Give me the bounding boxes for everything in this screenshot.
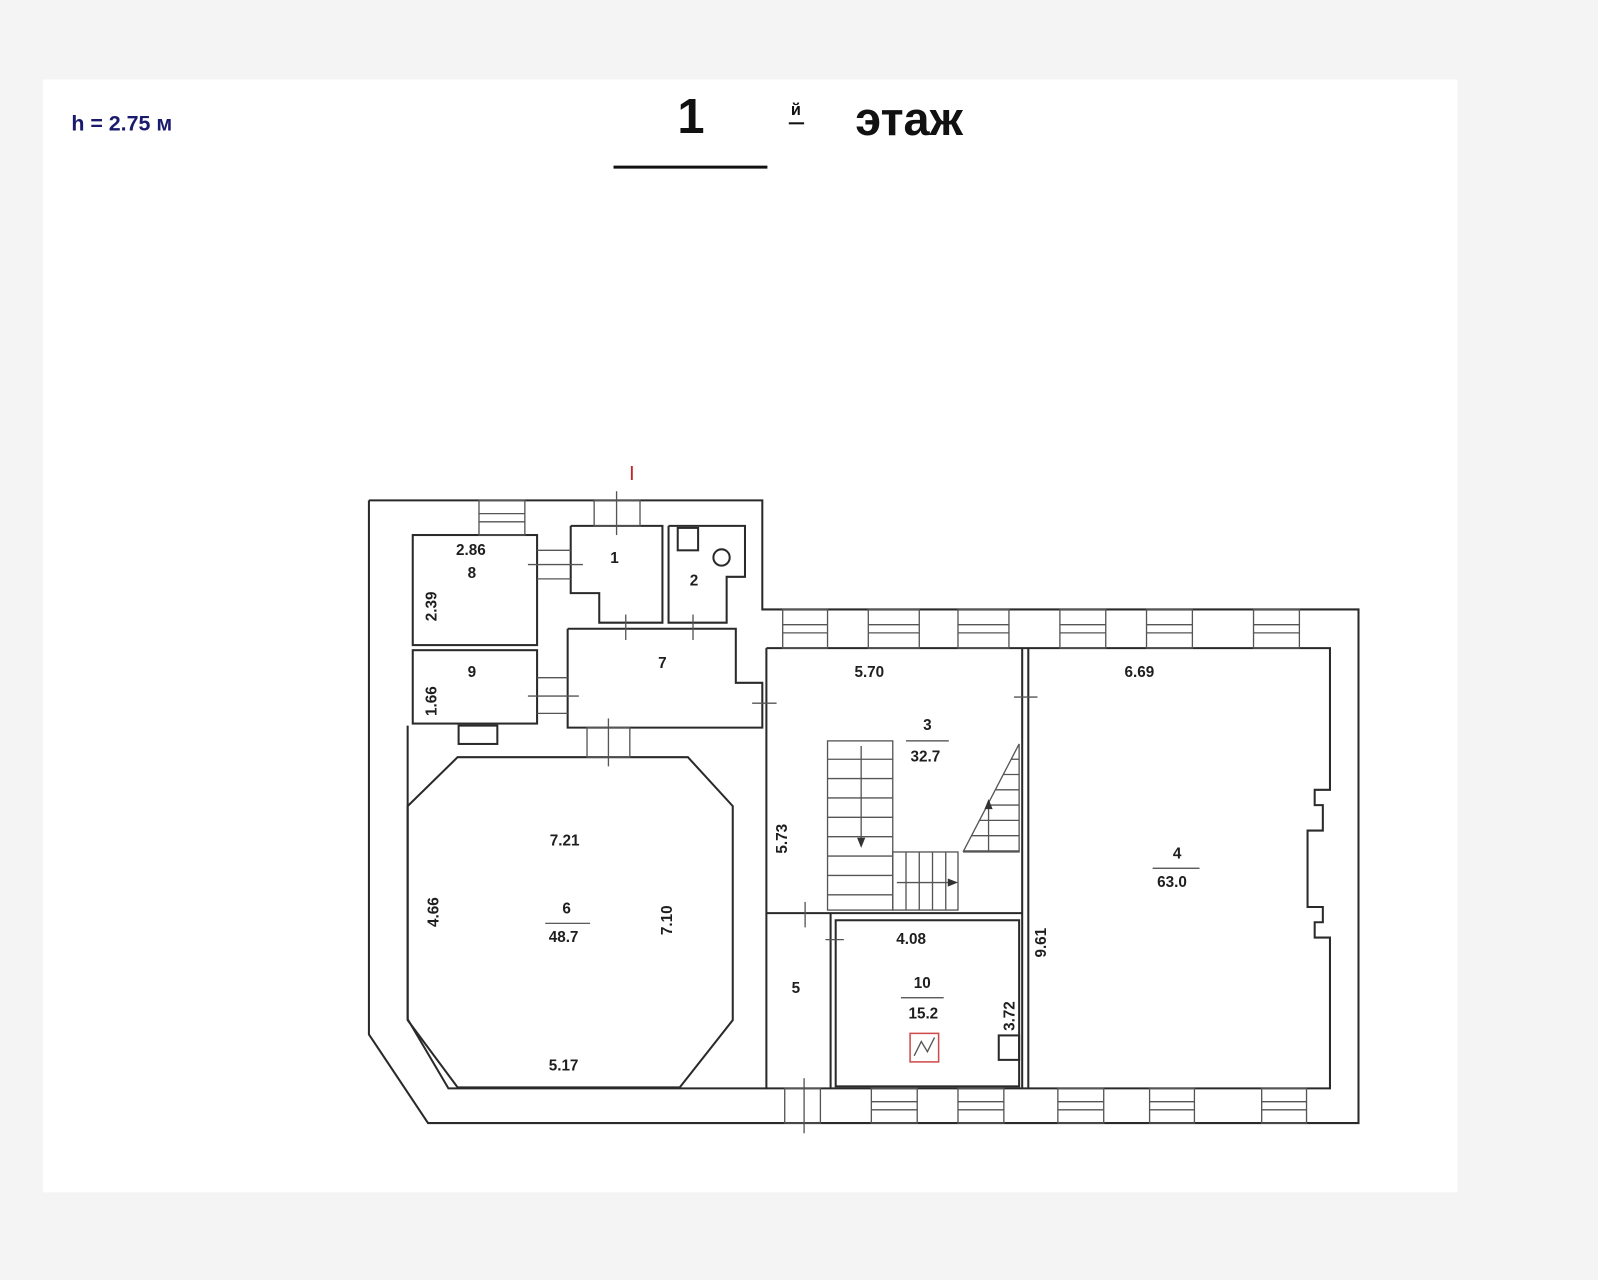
door-marks — [527, 491, 1038, 1134]
window — [478, 499, 526, 536]
section-mark: I — [629, 463, 635, 485]
windows — [478, 499, 1308, 1124]
room-8-dim-length: 2.39 — [424, 592, 441, 622]
window — [1059, 608, 1107, 649]
room-walls — [406, 524, 1030, 1089]
window — [1057, 1087, 1105, 1124]
floor-number: 1 — [677, 90, 704, 144]
room-5-number: 5 — [792, 980, 801, 997]
staircase — [826, 740, 1020, 911]
window — [957, 608, 1010, 649]
room-1-number: 1 — [610, 550, 619, 567]
room-labels: 1 2 3 32.7 5.70 5.73 4 63.0 6.69 9.61 5 … — [424, 542, 1200, 1074]
room-3-number: 3 — [923, 717, 932, 734]
room-4-dim-length: 9.61 — [1033, 927, 1050, 957]
room-7-number: 7 — [658, 655, 667, 672]
room-4-number: 4 — [1173, 846, 1182, 863]
room-6-area: 48.7 — [549, 929, 579, 946]
room-2-number: 2 — [690, 572, 699, 589]
floor-word: этаж — [855, 93, 963, 145]
window — [867, 608, 920, 649]
room-9-number: 9 — [468, 664, 477, 681]
room-6-dim-bottom: 5.17 — [549, 1057, 579, 1074]
window — [1252, 608, 1301, 649]
room-3-dim-width: 5.70 — [854, 664, 884, 681]
room-3-dim-length: 5.73 — [774, 824, 791, 854]
room-10-area: 15.2 — [908, 1006, 938, 1023]
room-8-dim-width: 2.86 — [456, 542, 486, 559]
room-10-dim-width: 4.08 — [896, 931, 926, 948]
window — [957, 1087, 1005, 1124]
floor-suffix: й — [791, 101, 801, 119]
sheet — [42, 79, 1458, 1193]
window — [870, 1087, 918, 1124]
room-4-area: 63.0 — [1157, 874, 1187, 891]
room-6-dim-right: 7.10 — [659, 905, 676, 935]
meter-icon — [909, 1032, 940, 1063]
window — [782, 608, 829, 649]
room-6-dim-top: 7.21 — [550, 832, 580, 849]
ceiling-height: h = 2.75 м — [71, 111, 172, 135]
window — [1148, 1087, 1196, 1124]
room-6-dim-left: 4.66 — [426, 897, 443, 927]
window — [1145, 608, 1194, 649]
room-3-area: 32.7 — [911, 749, 941, 766]
room-10-number: 10 — [914, 975, 931, 992]
room-10-dim-length: 3.72 — [1001, 1001, 1018, 1031]
room-9-dim: 1.66 — [424, 686, 441, 716]
room-4-dim-width: 6.69 — [1125, 664, 1155, 681]
window — [1261, 1087, 1308, 1124]
room-6-number: 6 — [562, 901, 571, 918]
room-8-number: 8 — [468, 565, 477, 582]
